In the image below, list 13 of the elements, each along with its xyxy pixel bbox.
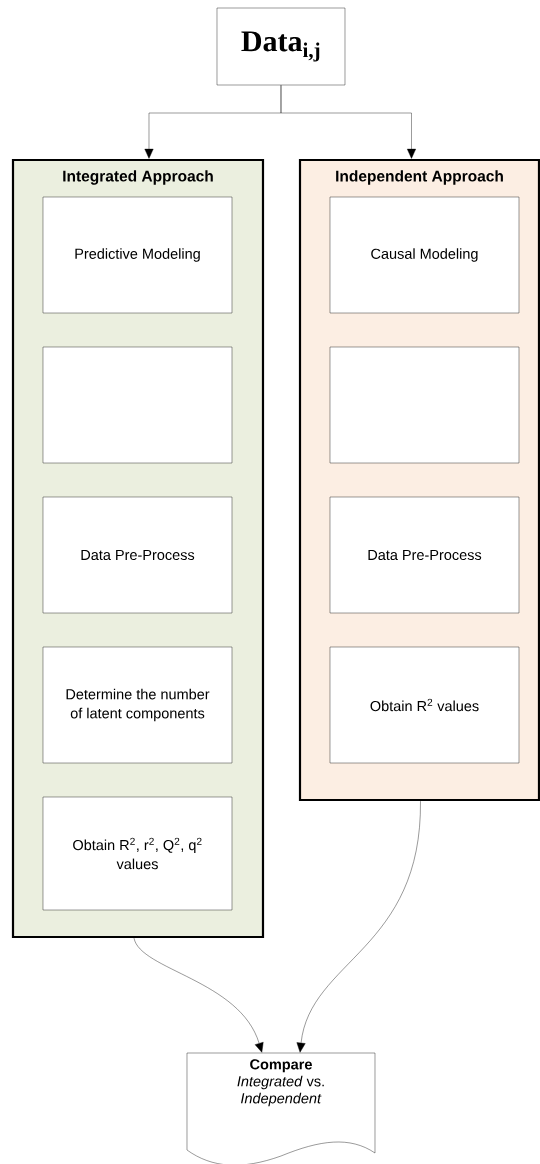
process-box	[329, 346, 520, 464]
process-box: Obtain R$^{2}$ values	[329, 646, 520, 764]
process-box	[42, 346, 233, 464]
process-box: Causal Modeling	[329, 196, 520, 314]
process-box: Determine the number of latent components	[42, 646, 233, 764]
data-box: Data$_{i,j}$	[216, 7, 346, 86]
process-box: Obtain R$^{2}$, r$^{2}$, Q$^{2}$, q$^{2}$ values	[42, 796, 233, 911]
arrow	[133, 937, 264, 1053]
process-box: Data Pre-Process	[329, 496, 520, 614]
process-box: Data Pre-Process	[42, 496, 233, 614]
arrow	[280, 85, 416, 159]
process-box: Predictive Modeling	[42, 196, 233, 314]
arrow	[296, 800, 421, 1053]
